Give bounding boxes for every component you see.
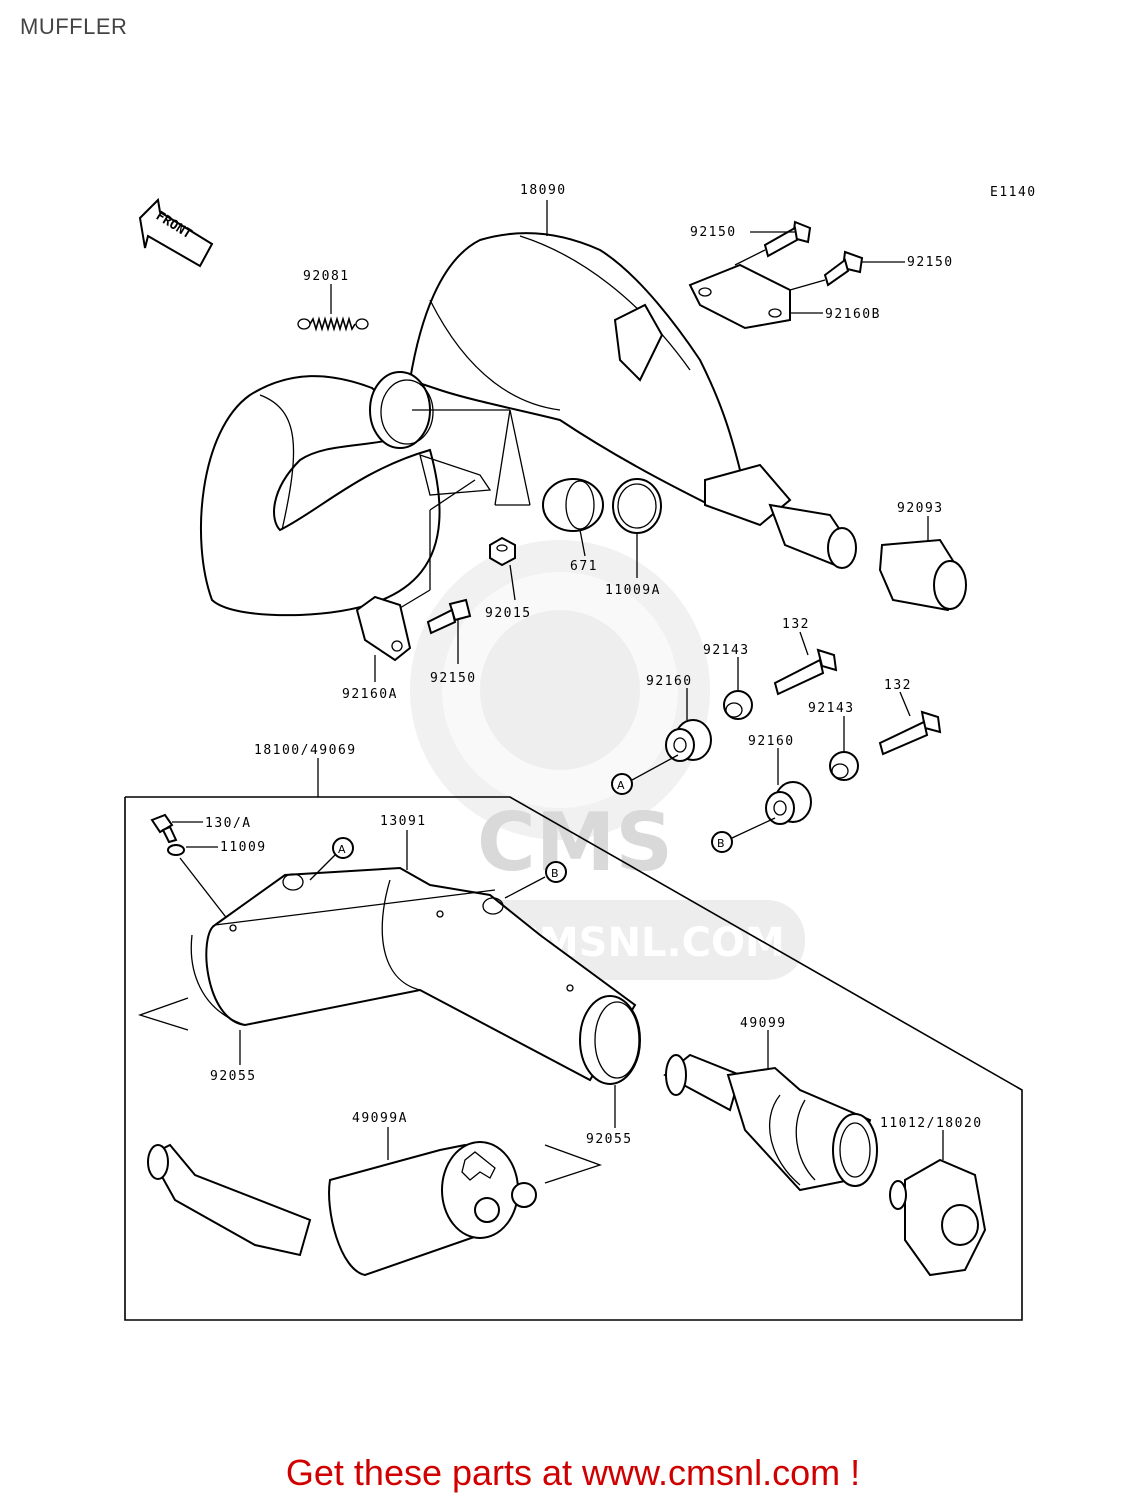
callout-a-1-label: A: [617, 779, 625, 792]
label-11009a: 11009A: [605, 583, 661, 598]
washer-11009: [167, 844, 233, 926]
gasket-11009a: [612, 478, 662, 578]
label-92160-a: 92160: [646, 674, 693, 689]
label-92160-b: 92160: [748, 734, 795, 749]
callout-b-1: B: [711, 831, 733, 853]
label-671: 671: [570, 559, 598, 574]
callout-b-1-label: B: [717, 837, 725, 850]
callout-a-1: A: [611, 773, 633, 795]
collar-92143-b: [829, 716, 859, 781]
bolt-92150-right: [789, 250, 905, 291]
callout-a-2-label: A: [338, 843, 346, 856]
callout-b-2: B: [545, 861, 567, 883]
silencer-assembly-box: [124, 758, 1023, 1321]
bolt-130a: [150, 813, 203, 844]
bolt-92150-top: [734, 220, 812, 266]
label-92150-low: 92150: [430, 671, 477, 686]
collar-92143-a: [723, 657, 753, 720]
label-92055-left: 92055: [210, 1069, 257, 1084]
front-arrow-icon: FRONT: [138, 197, 214, 268]
label-18100-49069: 18100/49069: [254, 743, 357, 758]
label-92150-top: 92150: [690, 225, 737, 240]
label-92150-right: 92150: [907, 255, 954, 270]
damper-92160-b: [731, 748, 812, 839]
label-13091: 13091: [380, 814, 427, 829]
label-92143-a: 92143: [703, 643, 750, 658]
inner-silencer-49099a: [147, 1127, 602, 1277]
damper-92160-a: [631, 688, 712, 781]
footer-link[interactable]: Get these parts at www.cmsnl.com !: [285, 1452, 861, 1493]
label-11009: 11009: [220, 840, 267, 855]
bolt-92150-low: [426, 598, 472, 664]
label-11012-18020: 11012/18020: [880, 1116, 983, 1131]
watermark-brand: CMS: [477, 796, 673, 889]
spring-92081: [297, 284, 369, 332]
nut-92015: [489, 536, 516, 601]
callout-b-2-label: B: [551, 867, 559, 880]
expansion-chamber-18090: [199, 200, 857, 617]
label-132-a: 132: [782, 617, 810, 632]
label-92055-right: 92055: [586, 1132, 633, 1147]
muffler-parts-diagram: CMS WWW.CMSNL.COM E1140 FRONT 92081: [124, 183, 1037, 1321]
label-92143-b: 92143: [808, 701, 855, 716]
inner-pipe-49099: [663, 1030, 878, 1192]
label-18090: 18090: [520, 183, 567, 198]
label-130a: 130/A: [205, 816, 252, 831]
bolt-132-b: [878, 691, 942, 756]
bolt-132-a: [773, 631, 838, 696]
label-49099a: 49099A: [352, 1111, 408, 1126]
label-92160a: 92160A: [342, 687, 398, 702]
bracket-92160a: [355, 595, 412, 682]
label-92160b: 92160B: [825, 307, 881, 322]
label-92081: 92081: [303, 269, 350, 284]
end-cap-11012: [889, 1130, 987, 1277]
page-title: MUFFLER: [20, 14, 128, 39]
label-92015: 92015: [485, 606, 532, 621]
diagram-code: E1140: [990, 185, 1037, 200]
label-132-b: 132: [884, 678, 912, 693]
ring-671: [542, 478, 604, 557]
collar-92093: [878, 516, 967, 612]
label-49099: 49099: [740, 1016, 787, 1031]
label-92093: 92093: [897, 501, 944, 516]
callout-a-2: A: [332, 837, 354, 859]
silencer-13091: [137, 830, 641, 1128]
bracket-92160b: [688, 263, 823, 330]
